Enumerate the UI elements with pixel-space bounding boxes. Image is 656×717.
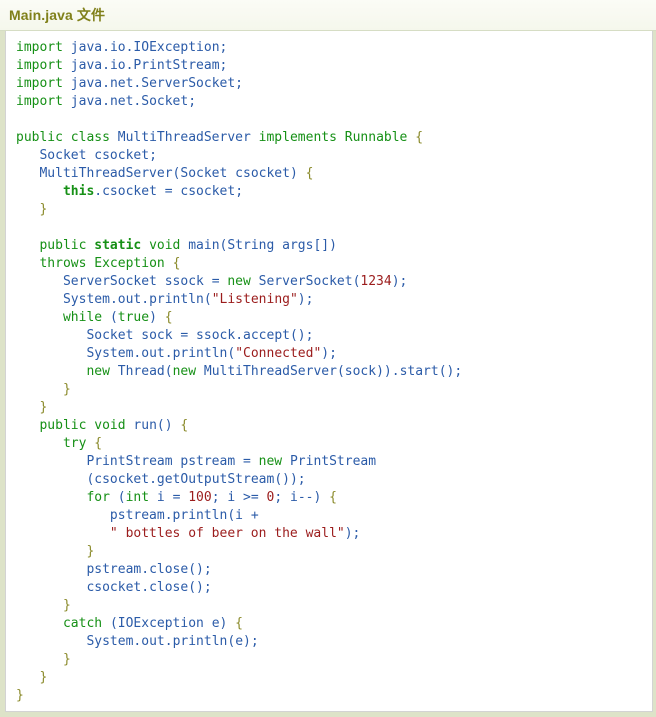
java-source-code: import java.io.IOException; import java.… <box>6 31 652 705</box>
code-content: import java.io.IOException; import java.… <box>16 40 463 703</box>
page-bottom-margin <box>0 712 656 717</box>
page-title: Main.java 文件 <box>9 7 106 23</box>
page-header: Main.java 文件 <box>0 0 656 31</box>
code-panel: import java.io.IOException; import java.… <box>5 31 653 712</box>
